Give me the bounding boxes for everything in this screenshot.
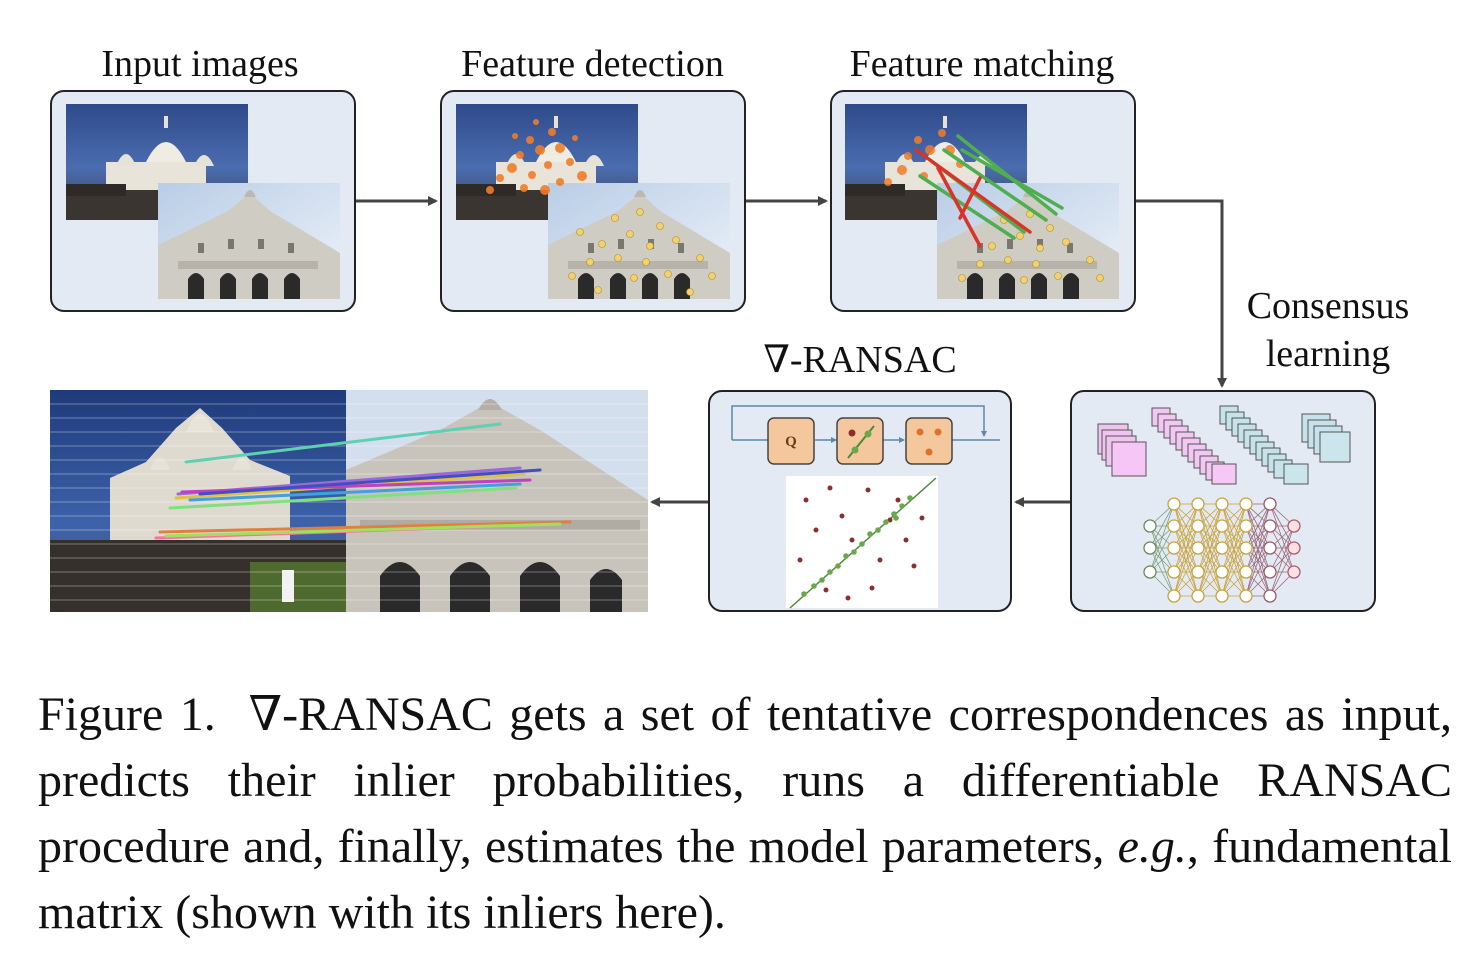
mlp-icon	[1143, 497, 1301, 603]
figure-number: Figure 1.	[38, 688, 216, 741]
figure-caption: Figure 1. ∇-RANSAC gets a set of tentati…	[38, 682, 1452, 946]
quality-box-icon: Q	[767, 417, 815, 465]
label-consensus-line1: Consensus	[1246, 285, 1410, 327]
caption-text-1: ∇-RANSAC gets a set of tentative corresp…	[38, 688, 1453, 873]
input-image-pair	[66, 104, 340, 299]
detection-image-pair	[456, 104, 730, 299]
label-input-images: Input images	[101, 43, 299, 85]
dice-icon	[905, 417, 953, 465]
ransac-internals: Q	[731, 405, 1000, 609]
arrow-down-icon	[1136, 199, 1227, 388]
matching-image-pair	[845, 104, 1119, 299]
label-feature-matching: Feature matching	[849, 43, 1115, 85]
line-fit-plot	[786, 476, 938, 609]
caption-eg: e.g.	[1117, 820, 1187, 873]
svg-text:Q: Q	[785, 434, 797, 450]
consensus-network	[1097, 405, 1351, 603]
cnn-layers-icon	[1097, 405, 1351, 485]
label-nabla-ransac: ∇-RANSAC	[763, 339, 957, 381]
result-image	[50, 390, 648, 612]
caption-text-2: , fundamental matrix (shown with its inl…	[38, 820, 1453, 939]
label-feature-detection: Feature detection	[461, 43, 724, 85]
label-consensus-line2: learning	[1265, 333, 1391, 375]
line-fit-box-icon	[836, 417, 884, 465]
